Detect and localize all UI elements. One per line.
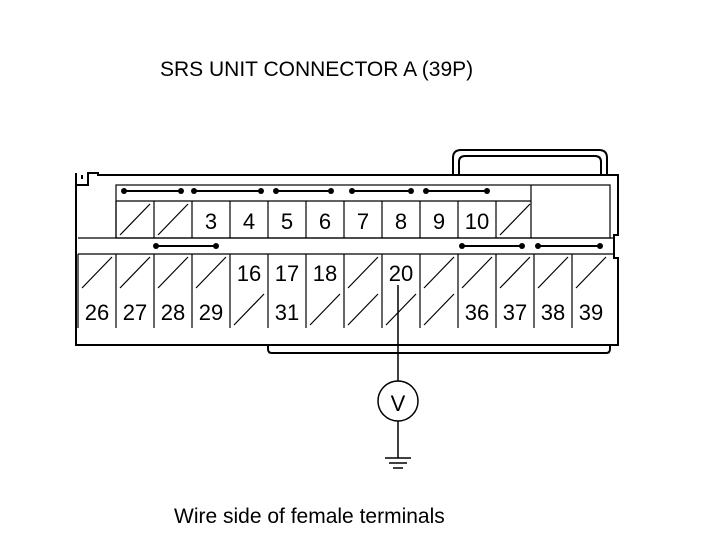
connector-housing	[75, 172, 619, 346]
unused-terminal-slash	[81, 256, 113, 289]
shorting-bridge	[349, 188, 414, 194]
unused-terminal-slash	[157, 256, 189, 289]
terminal-number: 18	[313, 261, 337, 286]
unused-terminal-slash	[195, 256, 227, 289]
unused-terminal-slash	[537, 256, 569, 289]
shorting-bridge	[273, 188, 334, 194]
unused-terminal-slash	[575, 256, 607, 289]
terminal-number: 27	[123, 300, 147, 325]
shorting-bridge	[191, 188, 264, 194]
unused-terminal-slash	[423, 256, 455, 289]
shorting-bridges	[121, 188, 603, 249]
terminal-number: 7	[357, 209, 369, 234]
connector-latch-inner	[458, 155, 602, 175]
voltmeter-label: V	[391, 391, 406, 416]
unused-terminal-slash	[499, 203, 531, 236]
connector-shroud	[267, 345, 611, 354]
shorting-bridge	[535, 243, 603, 249]
shorting-bridge	[459, 243, 525, 249]
diagram-caption: Wire side of female terminals	[174, 505, 445, 528]
row2-cells: 16 17 18 20	[77, 254, 607, 291]
unused-terminal-slash	[423, 293, 455, 326]
unused-terminal-slash	[119, 256, 151, 289]
terminal-number: 9	[433, 209, 445, 234]
terminal-number: 37	[503, 300, 527, 325]
terminal-number: 26	[85, 300, 109, 325]
terminal-number: 36	[465, 300, 489, 325]
unused-terminal-slash	[385, 293, 417, 326]
terminal-number: 16	[237, 261, 261, 286]
terminal-number: 10	[465, 209, 489, 234]
terminal-number: 38	[541, 300, 565, 325]
connector-latch	[452, 149, 608, 175]
terminal-number: 8	[395, 209, 407, 234]
unused-terminal-slash	[347, 293, 379, 326]
unused-terminal-slash	[309, 293, 341, 326]
terminal-number: 39	[579, 300, 603, 325]
row3-cells: 26 27 28 29 31 36 37 38 39	[77, 291, 603, 328]
unused-terminal-slash	[499, 256, 531, 289]
terminal-number: 17	[275, 261, 299, 286]
terminal-number: 29	[199, 300, 223, 325]
terminal-number: 5	[281, 209, 293, 234]
ground-icon	[385, 457, 411, 469]
unused-terminal-slash	[347, 256, 379, 289]
unused-terminal-slash	[119, 203, 151, 236]
row1-cells: 3 4 5 6 7 8 9 10	[115, 201, 531, 238]
unused-terminal-slash	[157, 203, 189, 236]
unused-terminal-slash	[233, 293, 265, 326]
terminal-number: 3	[205, 209, 217, 234]
diagram-title: SRS UNIT CONNECTOR A (39P)	[160, 58, 474, 81]
unused-terminal-slash	[461, 256, 493, 289]
shorting-bridge	[121, 188, 184, 194]
terminal-number: 31	[275, 300, 299, 325]
shorting-bridge	[423, 188, 490, 194]
shorting-bridge	[153, 243, 219, 249]
terminal-number: 4	[243, 209, 255, 234]
terminal-number: 6	[319, 209, 331, 234]
terminal-number: 20	[389, 261, 413, 286]
terminal-number: 28	[161, 300, 185, 325]
